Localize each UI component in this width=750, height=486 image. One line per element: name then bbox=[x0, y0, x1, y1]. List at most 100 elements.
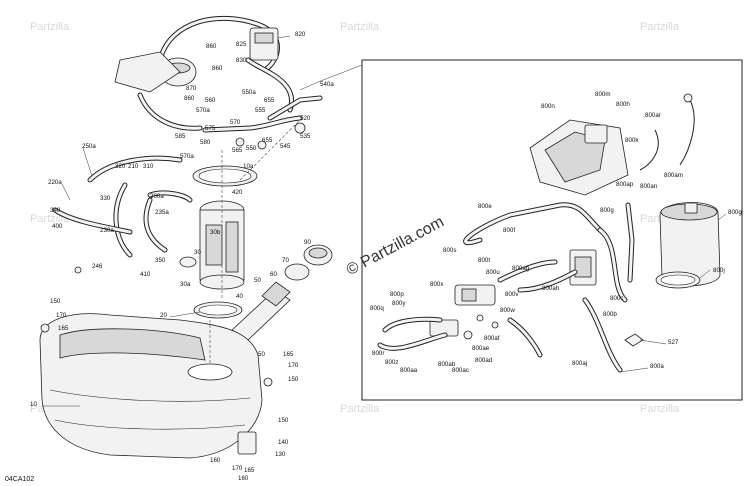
callout-label: 570 bbox=[230, 119, 241, 126]
callout-label: 550a bbox=[242, 89, 256, 96]
watermark-center: © Partzilla.com bbox=[344, 213, 447, 279]
callout-label: 800z bbox=[385, 359, 398, 366]
callout-label: 527 bbox=[668, 339, 679, 346]
callout-label: 800ab bbox=[438, 361, 456, 368]
callout-label: 800y bbox=[392, 300, 406, 307]
callout-label: 800u bbox=[486, 269, 500, 276]
callout-label: 310 bbox=[143, 163, 154, 170]
watermark: Partzilla bbox=[30, 21, 70, 33]
callout-label: 410 bbox=[140, 271, 151, 278]
diagram-code: 04CA102 bbox=[5, 476, 34, 483]
callout-label: 570a bbox=[180, 153, 194, 160]
callout-label: 800c bbox=[610, 295, 623, 302]
callout-label: 800ad bbox=[475, 357, 493, 364]
callout-label: 10a bbox=[243, 163, 254, 170]
watermark: Partzilla bbox=[340, 403, 380, 415]
callout-label: 170 bbox=[232, 465, 243, 472]
callout-label: 165 bbox=[58, 325, 69, 332]
callout-label: 420 bbox=[232, 189, 243, 196]
callout-label: 800g bbox=[728, 209, 742, 216]
callout-label: 800ae bbox=[472, 345, 490, 352]
vent-hose-assembly bbox=[114, 51, 181, 93]
callout-label: 560 bbox=[205, 97, 216, 104]
callout-label: 520 bbox=[300, 115, 311, 122]
callout-label: 820 bbox=[295, 31, 306, 38]
callout-label: 165 bbox=[283, 351, 294, 358]
callout-label: 350 bbox=[155, 257, 166, 264]
callout-label: 170 bbox=[56, 312, 67, 319]
callout-label: 585 bbox=[175, 133, 186, 140]
callout-label: 800am bbox=[664, 172, 683, 179]
callout-label: 200a bbox=[150, 193, 164, 200]
callout-label: 250a bbox=[82, 143, 96, 150]
callout-label: 230a bbox=[100, 227, 114, 234]
callout-label: 800j bbox=[713, 267, 725, 274]
callout-label: 540a bbox=[320, 81, 334, 88]
callout-label: 800s bbox=[443, 247, 456, 254]
callout-label: 800n bbox=[541, 103, 555, 110]
callout-label: 800af bbox=[484, 335, 500, 342]
callout-label: 170 bbox=[288, 362, 299, 369]
callout-label: 545 bbox=[280, 143, 291, 150]
callout-label: 150 bbox=[50, 298, 61, 305]
callout-label: 800a bbox=[650, 363, 664, 370]
callout-label: 130 bbox=[275, 451, 286, 458]
callout-label: 830 bbox=[236, 57, 247, 64]
callout-label: 20 bbox=[160, 312, 167, 319]
callout-label: 800p bbox=[390, 291, 404, 298]
callout-label: 800aj bbox=[572, 360, 587, 367]
callout-label: 575 bbox=[205, 125, 216, 132]
callout-label: 655 bbox=[264, 97, 275, 104]
callout-label: 340 bbox=[50, 207, 61, 214]
callout-label: 140 bbox=[278, 439, 289, 446]
watermark: Partzilla bbox=[340, 21, 380, 33]
callout-label: 800an bbox=[640, 183, 658, 190]
callout-label: 800ar bbox=[645, 112, 661, 119]
callout-label: 580 bbox=[200, 139, 211, 146]
callout-label: 555 bbox=[255, 107, 266, 114]
callout-label: 800aa bbox=[400, 367, 418, 374]
callout-label: 235a bbox=[155, 209, 169, 216]
callout-label: 860 bbox=[184, 95, 195, 102]
callout-label: 800ap bbox=[616, 181, 634, 188]
callout-label: 870 bbox=[186, 85, 197, 92]
callout-label: 800ag bbox=[512, 265, 530, 272]
callout-label: 800q bbox=[370, 305, 384, 312]
callout-label: 60 bbox=[270, 271, 277, 278]
callout-label: 330 bbox=[100, 195, 111, 202]
callout-label: 50 bbox=[254, 277, 261, 284]
watermark: Partzilla bbox=[640, 403, 680, 415]
callout-label: 800m bbox=[595, 91, 610, 98]
callout-label: 550 bbox=[246, 145, 257, 152]
callout-label: 800r bbox=[372, 350, 384, 357]
callout-label: 40 bbox=[236, 293, 243, 300]
callout-label: 50 bbox=[258, 351, 265, 358]
callout-label: 800t bbox=[478, 257, 490, 264]
callout-label: 90 bbox=[304, 239, 311, 246]
callout-label: 246 bbox=[92, 263, 103, 270]
callout-label: 800g bbox=[600, 207, 614, 214]
callout-label: 210 bbox=[128, 163, 139, 170]
detail-inset-frame bbox=[361, 59, 743, 401]
callout-label: 800k bbox=[625, 137, 639, 144]
leader-lines bbox=[42, 35, 727, 407]
callout-label: 860 bbox=[212, 65, 223, 72]
callout-label: 800w bbox=[500, 307, 515, 314]
callout-label: 800ah bbox=[542, 285, 560, 292]
callout-label: 655 bbox=[262, 137, 273, 144]
callout-label: 160 bbox=[238, 475, 249, 482]
callout-label: 160 bbox=[210, 457, 221, 464]
callout-label: 70 bbox=[282, 257, 289, 264]
callout-label: 400 bbox=[52, 223, 63, 230]
callout-label: 10 bbox=[30, 401, 37, 408]
callout-label: 220a bbox=[48, 179, 62, 186]
callout-label: 565 bbox=[232, 147, 243, 154]
callout-label: 800e bbox=[478, 203, 492, 210]
callout-label: 800f bbox=[503, 227, 515, 234]
callout-label: 800b bbox=[603, 311, 617, 318]
callout-label: 800ac bbox=[452, 367, 469, 374]
callout-label: 860 bbox=[206, 43, 217, 50]
callout-label: 535 bbox=[300, 133, 311, 140]
callout-label: 800x bbox=[430, 281, 444, 288]
